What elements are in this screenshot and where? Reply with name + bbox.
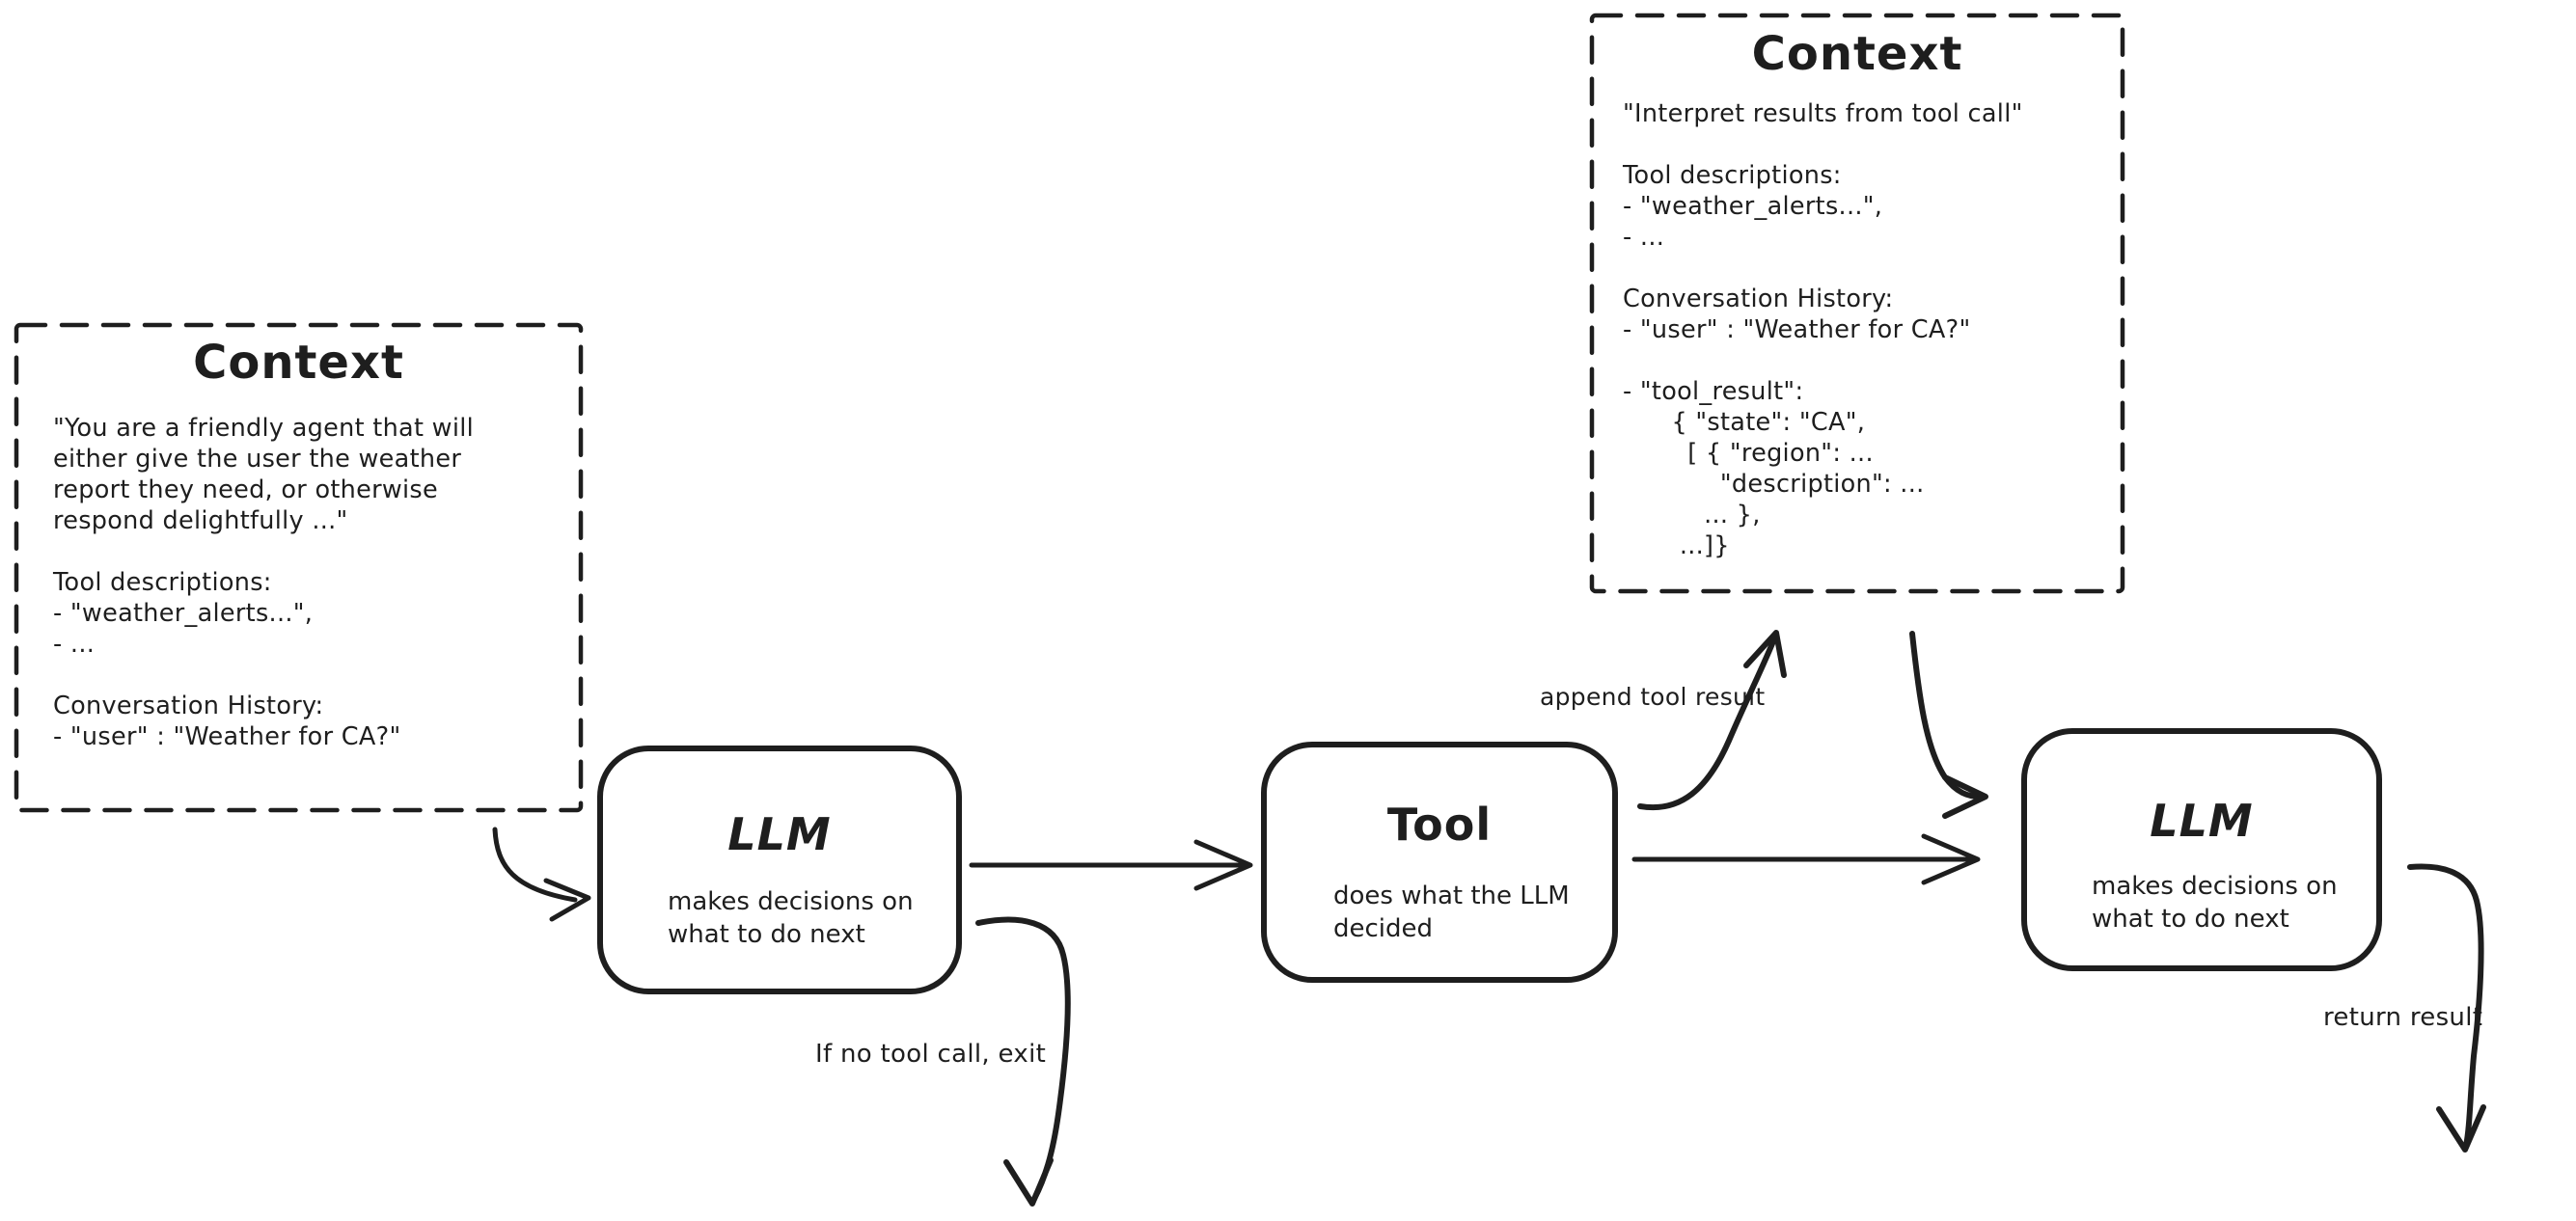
edge-context-right-to-llm-second (1909, 631, 1983, 800)
context-box-left-border (14, 322, 584, 813)
arrowhead-context-left-to-llm-first (543, 878, 591, 922)
context-right-title: Context (1751, 27, 1963, 81)
llm-first-subtitle: makes decisions on what to do next (668, 887, 914, 949)
tool-title: Tool (1386, 799, 1493, 851)
arrowhead-llm-first-to-tool (1193, 839, 1253, 891)
context-left-title: Context (193, 336, 404, 390)
llm-second-title: LLM (2150, 795, 2254, 847)
context-box-right-border (1589, 13, 2125, 594)
tool-node-box (1261, 742, 1618, 983)
context-left-body: "You are a friendly agent that will eith… (53, 414, 474, 751)
arrowhead-llm-first-exit (1003, 1157, 1054, 1207)
context-right-body: "Interpret results from tool call" Tool … (1623, 99, 2023, 560)
llm-second-node-box (2021, 728, 2382, 971)
llm-second-subtitle: makes decisions on what to do next (2092, 872, 2338, 934)
edge-tool-to-context-right (1637, 634, 1778, 811)
edge-label-return-result: return result (2323, 1003, 2483, 1032)
edge-label-append-tool-result: append tool result (1540, 683, 1766, 711)
arrowhead-context-right-to-llm-second (1942, 774, 1988, 819)
tool-subtitle: does what the LLM decided (1333, 882, 1570, 943)
edge-label-if-no-tool-call-exit: If no tool call, exit (815, 1040, 1047, 1069)
llm-first-node-box (597, 746, 962, 994)
arrowhead-tool-to-context-right (1743, 630, 1787, 678)
edge-llm-second-return (2407, 863, 2484, 1149)
arrowhead-tool-to-llm-second (1921, 833, 1981, 885)
arrowhead-llm-second-return (2436, 1104, 2486, 1153)
llm-first-title: LLM (727, 808, 832, 860)
edge-context-left-to-llm-first (492, 827, 578, 903)
